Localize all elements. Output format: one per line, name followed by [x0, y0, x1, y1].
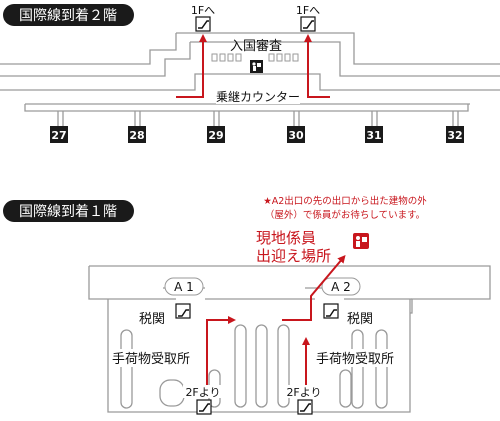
- from-2f-left-label: 2Fより: [185, 386, 220, 399]
- upper-walls: [0, 32, 500, 128]
- escalator-icon: [196, 399, 212, 415]
- immigration-booths: [211, 53, 299, 62]
- lower-title: 国際線到着１階: [19, 204, 117, 220]
- meeting-person-icon: [353, 233, 369, 249]
- immigration-icon: [250, 60, 263, 73]
- customs-left-label: 税関: [139, 312, 165, 327]
- note-line-2: （屋外）で係員がお待ちしています。: [265, 209, 425, 221]
- lower-title-badge: 国際線到着１階: [3, 200, 134, 222]
- customs-right-label: 税関: [347, 312, 373, 327]
- upper-title-badge: 国際線到着２階: [3, 4, 134, 26]
- from-2f-right-label: 2Fより: [286, 386, 321, 399]
- immigration-label: 入国審査: [230, 39, 282, 54]
- escalator-icon: [300, 16, 316, 32]
- svg-text:31: 31: [366, 129, 381, 142]
- meeting-point-line-2: 出迎え場所: [256, 247, 331, 265]
- gate-badge: 31: [365, 126, 383, 143]
- exit-a1: A 1: [164, 277, 204, 296]
- svg-text:27: 27: [51, 129, 66, 142]
- upper-title: 国際線到着２階: [19, 8, 117, 24]
- escalator-icon: [195, 16, 211, 32]
- meeting-point-line-1: 現地係員: [256, 229, 316, 247]
- svg-text:28: 28: [129, 129, 144, 142]
- gate-badge: 29: [207, 126, 225, 143]
- escalator-right-label: 1Fへ: [296, 4, 320, 17]
- gate-badge: 27: [50, 126, 68, 143]
- gate-badge: 28: [128, 126, 146, 143]
- note-line-1: ★A2出口の先の出口から出た建物の外: [263, 195, 427, 207]
- route-arrows-lower: [206, 254, 346, 385]
- svg-text:29: 29: [208, 129, 223, 142]
- svg-text:A 2: A 2: [331, 280, 351, 294]
- escalator-icon: [297, 399, 313, 415]
- svg-text:30: 30: [288, 129, 304, 142]
- baggage-claim-left-label: 手荷物受取所: [112, 352, 190, 367]
- gate-badge: 32: [446, 126, 464, 143]
- route-arrows-upper: [176, 34, 330, 98]
- baggage-claim-right-label: 手荷物受取所: [316, 352, 394, 367]
- gate-badge: 30: [287, 126, 305, 143]
- lower-walls: [88, 265, 491, 413]
- customs-icon: [175, 303, 191, 319]
- transfer-counter-label: 乗継カウンター: [216, 89, 300, 104]
- svg-text:A 1: A 1: [174, 280, 194, 294]
- customs-icon: [323, 303, 339, 319]
- escalator-left-label: 1Fへ: [191, 4, 215, 17]
- exit-a2: A 2: [321, 277, 361, 296]
- svg-text:32: 32: [447, 129, 462, 142]
